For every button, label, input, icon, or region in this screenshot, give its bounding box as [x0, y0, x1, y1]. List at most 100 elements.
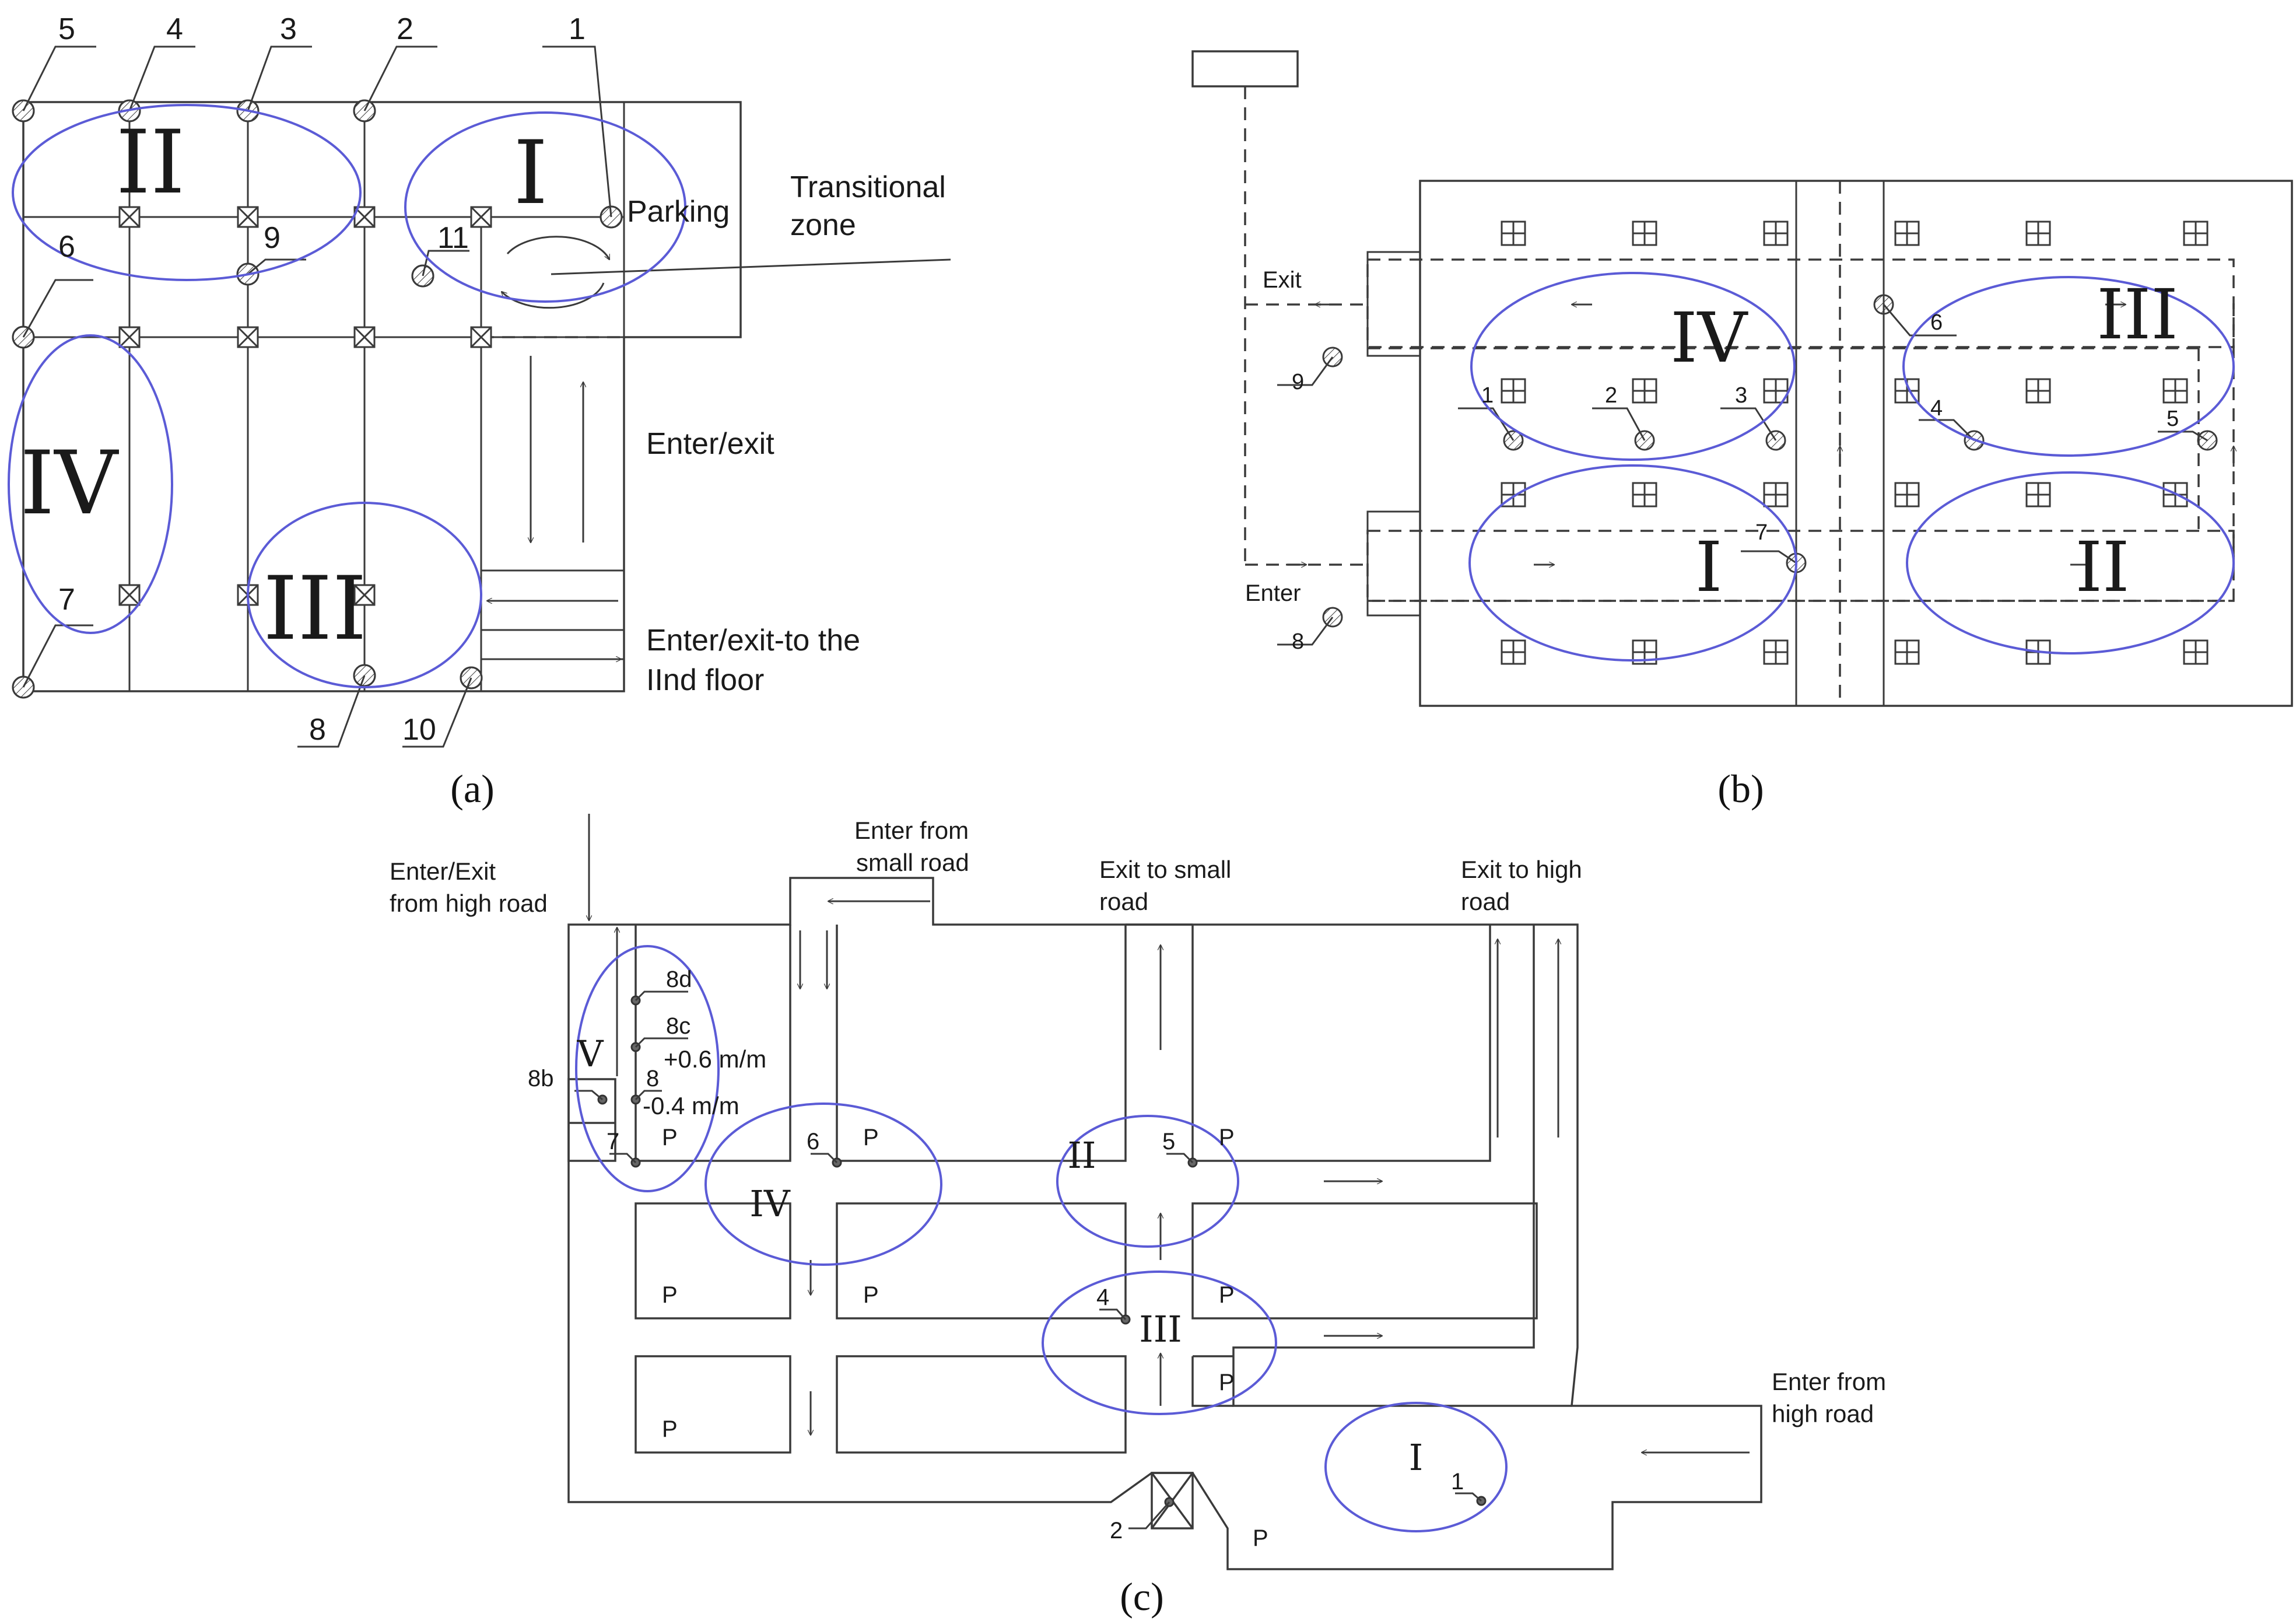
zone-label-ii: II	[2075, 527, 2129, 607]
parking-mark: P	[1219, 1125, 1235, 1150]
caption-c: (c)	[1120, 1574, 1163, 1619]
enter-small-road-label: Enter from	[854, 817, 969, 844]
sensor-number: 3	[280, 12, 297, 46]
zone-label-iv: IV	[20, 433, 119, 534]
zone-label-ii: II	[1068, 1134, 1096, 1177]
zone-label-i: I	[1695, 527, 1723, 607]
enter-high-road-label: Enter from	[1772, 1368, 1886, 1395]
exit-small-road-label: road	[1099, 888, 1148, 915]
zone-i-ellipse	[404, 111, 686, 303]
transitional-zone-label: Transitional	[790, 170, 946, 204]
sensor-number: 9	[1292, 370, 1304, 394]
column-marker	[1632, 220, 1657, 246]
panel-c-leaders	[574, 991, 1482, 1530]
zone-label-v: V	[577, 1032, 604, 1075]
column-marker	[1763, 378, 1789, 404]
zone-label-i: I	[1409, 1436, 1424, 1479]
column-marker	[1501, 220, 1526, 246]
zone-label-iii: III	[2097, 274, 2178, 355]
panel-c: I II III IV V P P P P P P P P P 1 2 4 5 …	[390, 814, 1886, 1619]
caption-a: (a)	[450, 766, 494, 811]
sensor-number: 8d	[666, 967, 692, 992]
exit-label: Exit	[1263, 267, 1302, 293]
sensor-number: 8c	[666, 1013, 690, 1039]
sensor-number: 4	[1930, 396, 1943, 421]
panel-b-top-box	[1191, 50, 1299, 88]
parking-mark: P	[662, 1282, 678, 1308]
exit-small-road-label: Exit to small	[1099, 856, 1231, 883]
column-marker	[2025, 220, 2051, 246]
column-marker	[1632, 482, 1657, 508]
sensor-number: 3	[1735, 383, 1747, 408]
zone-i-ellipse	[1468, 464, 1797, 662]
column-marker	[1894, 220, 1920, 246]
sensor-number: 4	[166, 12, 183, 46]
parking-mark: P	[1219, 1370, 1235, 1395]
panel-b-outline	[1419, 180, 2293, 707]
enter-exit-floor-label: Enter/exit-to the	[646, 624, 860, 657]
column-marker	[1894, 639, 1920, 665]
parking-mark: P	[662, 1125, 678, 1150]
enter-label: Enter	[1245, 580, 1301, 606]
sensor-number: 1	[1451, 1469, 1464, 1494]
zone-v-ellipse	[575, 945, 720, 1192]
panel-c-outline	[567, 877, 1762, 1570]
sensor-number: 6	[58, 230, 75, 264]
sensor-number: 7	[58, 583, 75, 617]
zone-iii-ellipse	[1042, 1270, 1277, 1415]
enter-exit-high-road-label: from high road	[390, 890, 548, 917]
zone-iii-ellipse	[247, 502, 482, 688]
sensor-number: 8	[646, 1066, 659, 1091]
column-marker	[353, 326, 376, 348]
column-marker	[118, 584, 141, 606]
slope-down-label: -0.4 m/m	[643, 1092, 739, 1119]
parking-mark: P	[863, 1282, 879, 1308]
column-marker	[1501, 378, 1526, 404]
column-marker	[1763, 220, 1789, 246]
caption-b: (b)	[1717, 766, 1764, 811]
zone-i-ellipse	[1324, 1402, 1508, 1532]
zone-label-ii: II	[116, 112, 185, 214]
panel-c-road-edges	[567, 923, 1572, 1530]
column-marker	[2025, 378, 2051, 404]
exit-high-road-label: Exit to high	[1461, 856, 1582, 883]
sensor-number: 5	[1162, 1129, 1175, 1154]
transitional-zone-label: zone	[790, 208, 856, 242]
sensor-number: 7	[1755, 520, 1768, 545]
zone-label-i: I	[513, 123, 548, 224]
parking-label: Parking	[627, 195, 730, 229]
zone-iv-ellipse	[8, 334, 173, 634]
sensor-number: 8	[1292, 629, 1304, 654]
zone-label-iv: IV	[749, 1182, 790, 1225]
sensor-number: 6	[1930, 310, 1943, 335]
column-marker	[118, 326, 141, 348]
column-marker	[237, 206, 259, 228]
enter-exit-high-road-label: Enter/Exit	[390, 858, 496, 885]
enter-exit-label: Enter/exit	[646, 427, 774, 461]
sensor-number: 11	[437, 221, 469, 255]
panel-b-leaders	[1277, 304, 2208, 646]
sensor-number: 2	[1605, 383, 1617, 408]
zone-ii-ellipse	[1056, 1115, 1239, 1248]
sensor-number: 5	[2167, 407, 2179, 431]
sensor-number: 2	[397, 12, 413, 46]
sensor-number: 8b	[528, 1066, 554, 1091]
parking-mark: P	[863, 1125, 879, 1150]
slope-up-label: +0.6 m/m	[664, 1045, 766, 1073]
column-marker	[1894, 482, 1920, 508]
column-marker	[2025, 482, 2051, 508]
column-marker	[2183, 639, 2209, 665]
sensor-number: 1	[569, 12, 586, 46]
sensor-number: 1	[1481, 383, 1494, 408]
zone-ii-ellipse	[12, 104, 362, 281]
enter-small-road-label: small road	[856, 849, 969, 876]
enter-exit-floor-label: IInd floor	[646, 663, 764, 697]
column-marker	[2162, 378, 2188, 404]
column-marker	[2183, 220, 2209, 246]
exit-high-road-label: road	[1461, 888, 1510, 915]
zone-iii-ellipse	[1902, 276, 2235, 457]
column-marker	[1763, 482, 1789, 508]
panel-b-exit-stub	[1366, 251, 1421, 357]
panel-b-columns	[1501, 220, 2209, 665]
